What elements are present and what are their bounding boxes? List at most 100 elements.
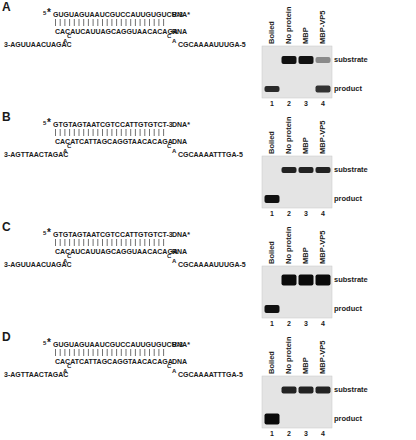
base-pair-tick	[79, 239, 80, 246]
base-pair-tick	[126, 129, 127, 136]
base-pair-tick	[116, 129, 117, 136]
base-pair-tick	[64, 129, 65, 136]
base-pair-tick	[97, 349, 98, 356]
loop-base: A	[172, 148, 176, 154]
sequence-left: 3-AGTTAACTAGAC	[4, 371, 68, 378]
sequence-left: 3-AGUUAACUAGAC	[4, 261, 72, 268]
base-pair-tick	[121, 129, 122, 136]
base-pair-tick	[116, 349, 117, 356]
base-pair-tick	[149, 349, 150, 356]
strand-end: 5	[43, 10, 46, 16]
sequence-right: CGCAAAATTTGA-5	[178, 151, 243, 158]
lane-number: 2	[287, 430, 291, 437]
gel-band	[282, 387, 297, 394]
lane-number: 2	[287, 100, 291, 107]
base-pair-tick	[144, 129, 145, 136]
lane-number: 1	[270, 430, 274, 437]
lane-number: 3	[304, 100, 308, 107]
strand-end: 5	[43, 120, 46, 126]
loop-base: C	[167, 143, 171, 149]
base-pair-tick	[154, 239, 155, 246]
strand-type: RNA*	[172, 341, 190, 348]
sequence-right: CGCAAAAUUUGA-5	[178, 41, 246, 48]
lane-number: 3	[304, 430, 308, 437]
panel-letter: A	[2, 1, 11, 13]
lane-label: MBP-VP5	[319, 121, 327, 154]
base-pair-tick	[130, 349, 131, 356]
lane-label: MBP-VP5	[319, 341, 327, 374]
lane-label: No protein	[285, 227, 293, 265]
loop-base: A	[63, 368, 67, 374]
base-pair-tick	[130, 129, 131, 136]
loop-base: C	[167, 253, 171, 259]
base-pair-tick	[111, 19, 112, 26]
loop-base: C	[67, 143, 71, 149]
lane-label: Boiled	[268, 351, 276, 374]
base-pair-tick	[97, 19, 98, 26]
base-pair-tick	[60, 239, 61, 246]
base-pair-tick	[83, 349, 84, 356]
base-pair-tick	[140, 19, 141, 26]
base-pair-tick	[79, 129, 80, 136]
base-pair-tick	[158, 19, 159, 26]
loop-base: A	[172, 368, 176, 374]
base-pair-tick	[158, 239, 159, 246]
base-pair-tick	[111, 239, 112, 246]
label-star: *	[47, 338, 51, 348]
base-pair-tick	[154, 129, 155, 136]
base-pair-tick	[102, 19, 103, 26]
loop-base: A	[63, 258, 67, 264]
lane-label: MBP	[302, 247, 310, 264]
panel-letter: D	[2, 331, 11, 343]
sequence-top: GTGTAGTAATCGTCCATTGTGTCT-3	[53, 231, 173, 238]
label-star: *	[47, 228, 51, 238]
base-pair-tick	[83, 129, 84, 136]
band-label: substrate	[334, 166, 368, 174]
gel-band	[299, 56, 314, 64]
band-label: product	[334, 305, 362, 313]
base-pair-tick	[97, 239, 98, 246]
base-pair-tick	[135, 239, 136, 246]
base-pair-tick	[60, 129, 61, 136]
base-pair-tick	[144, 349, 145, 356]
base-pair-tick	[69, 19, 70, 26]
sequence-middle: CACATCATTAGCAGGTAACACAGA	[55, 138, 173, 145]
base-pair-tick	[158, 129, 159, 136]
gel-band	[299, 387, 314, 394]
sequence-right: CGCAAAAUUUGA-5	[178, 261, 246, 268]
base-pair-tick	[60, 19, 61, 26]
base-pair-tick	[74, 129, 75, 136]
gel-band	[316, 167, 331, 173]
base-pair-tick	[55, 349, 56, 356]
base-pair-tick	[69, 349, 70, 356]
base-pair-tick	[121, 239, 122, 246]
lane-number: 4	[321, 430, 325, 437]
sequence-right: CGCAAAATTTGA-5	[178, 371, 243, 378]
base-pair-tick	[93, 19, 94, 26]
loop-base: C	[67, 33, 71, 39]
sequence-middle: CACATCATTAGCAGGTAACACAGA	[55, 358, 173, 365]
base-pair-tick	[111, 349, 112, 356]
lane-number: 3	[304, 320, 308, 327]
gel-band	[265, 195, 280, 203]
lane-label: No protein	[285, 7, 293, 45]
gel-band	[282, 167, 297, 173]
lane-number: 2	[287, 320, 291, 327]
band-label: substrate	[334, 56, 368, 64]
gel-band	[265, 414, 280, 425]
band-label: product	[334, 195, 362, 203]
sequence-left: 3-AGTTAACTAGAC	[4, 151, 68, 158]
base-pair-tick	[83, 239, 84, 246]
gel-band	[265, 86, 280, 92]
base-pair-tick	[93, 349, 94, 356]
base-pair-tick	[116, 19, 117, 26]
lane-number: 2	[287, 210, 291, 217]
base-pair-tick	[140, 129, 141, 136]
base-pair-tick	[64, 19, 65, 26]
loop-base: C	[67, 363, 71, 369]
base-pair-tick	[107, 239, 108, 246]
base-pair-tick	[126, 349, 127, 356]
base-pair-tick	[130, 239, 131, 246]
gel-band	[316, 57, 331, 63]
